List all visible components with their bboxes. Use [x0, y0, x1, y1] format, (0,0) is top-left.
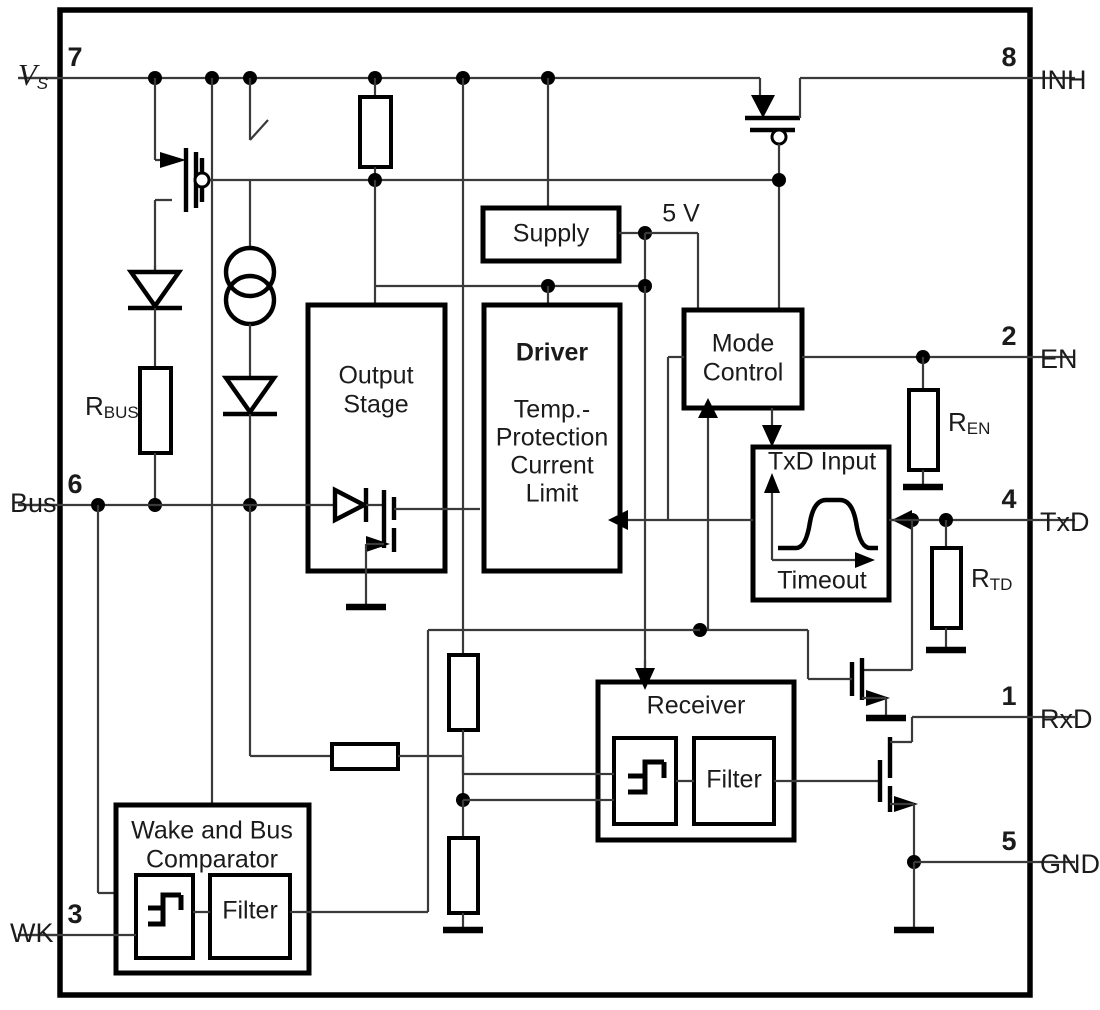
- pin-leads: [18, 76, 1075, 937]
- block-receiver: [463, 660, 880, 843]
- vs-divider-branch: [443, 78, 483, 934]
- switch-current-source-branch: [221, 78, 279, 512]
- block-output-stage: [250, 302, 480, 611]
- block-mode-control: [666, 307, 1030, 630]
- block-wake-comparator: [18, 802, 428, 976]
- ic-outline: [57, 7, 1033, 998]
- txd-pin-net: [892, 513, 1030, 670]
- resistor-rbus: [138, 366, 173, 512]
- txd-pulldown-transistor: [426, 623, 912, 912]
- vs-rail-net: [18, 71, 760, 85]
- resistor-ren: [903, 357, 943, 491]
- pmos-highside-symbol: [153, 78, 775, 270]
- block-txd-input: [700, 444, 919, 603]
- block-driver: [481, 302, 700, 574]
- block-supply: [373, 205, 700, 690]
- zener-diode-rbus: [126, 265, 184, 368]
- bus-to-receiver-net: [248, 505, 465, 774]
- inh-output-transistor: [745, 76, 1030, 310]
- rxd-output-transistor: [877, 715, 1030, 934]
- resistor-top-375: [358, 78, 648, 288]
